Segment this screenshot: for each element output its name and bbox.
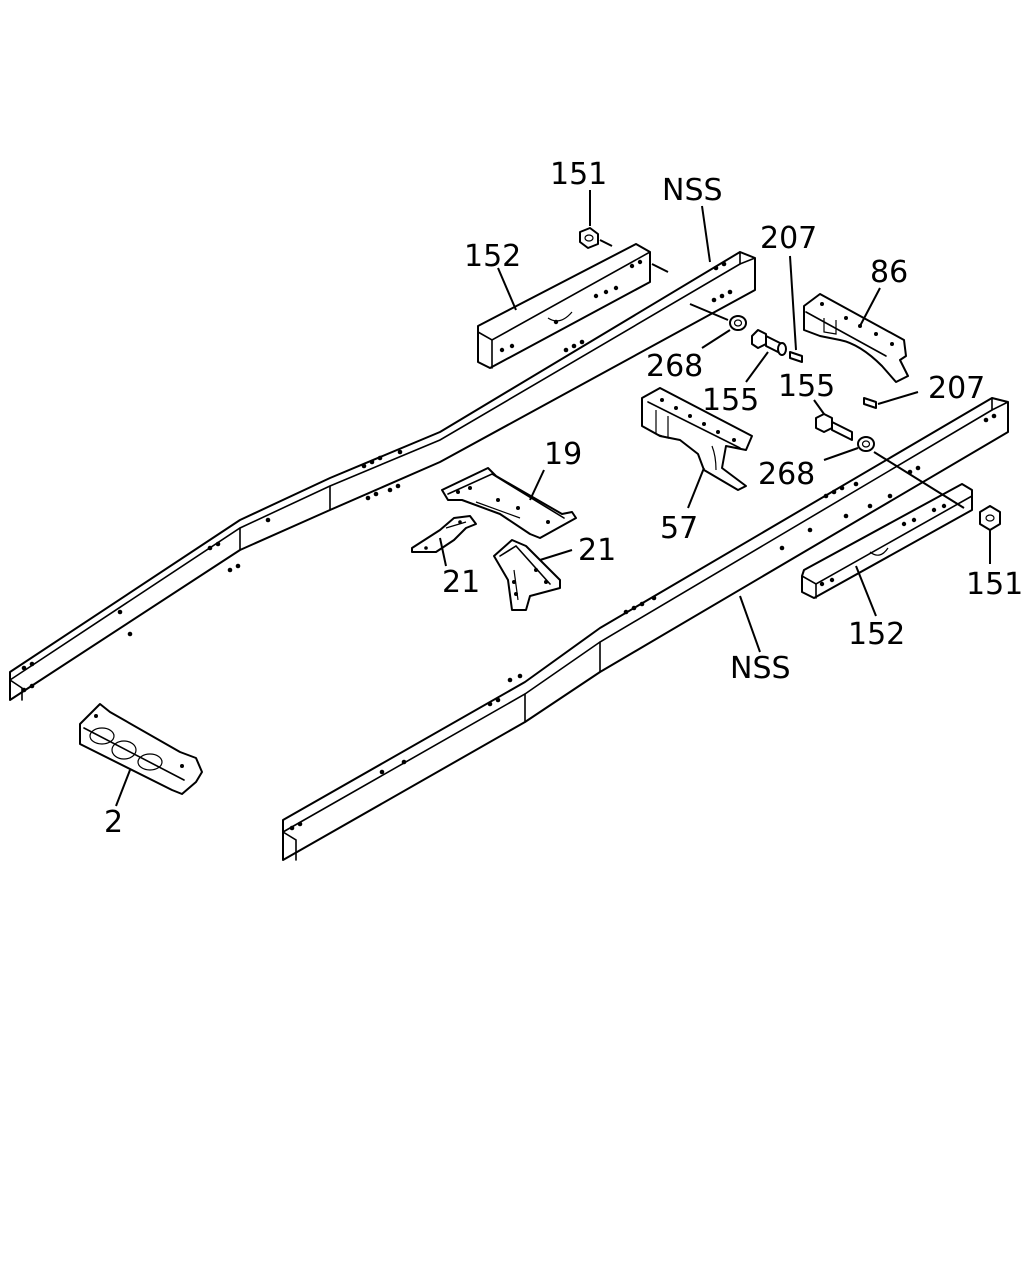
callout-151-right: 151	[966, 567, 1023, 602]
callout-268-right: 268	[758, 457, 815, 492]
clip-207-top	[789, 351, 803, 363]
bracket-152-top	[477, 243, 651, 369]
callout-nss-bottom: NSS	[730, 651, 791, 686]
callout-86: 86	[870, 255, 908, 290]
bracket-152-right	[801, 483, 973, 599]
callout-labels: 151 NSS 152 207 86 268 155 155 207 19 26…	[104, 157, 1023, 840]
callout-207-right: 207	[928, 371, 985, 406]
crossmember-86	[803, 293, 909, 383]
washer-268-right	[857, 436, 875, 452]
callout-152-right: 152	[848, 617, 905, 652]
side-rail-left	[9, 251, 756, 701]
bolt-155-right	[815, 413, 853, 441]
callout-57: 57	[660, 511, 698, 546]
callout-21-left: 21	[442, 565, 480, 600]
nut-151-top	[579, 227, 599, 249]
leader-lines	[115, 190, 991, 807]
callout-155-left: 155	[702, 383, 759, 418]
washer-268-top	[729, 315, 747, 331]
crossmember-19	[441, 467, 577, 539]
callout-21-right: 21	[578, 533, 616, 568]
callout-19: 19	[544, 437, 582, 472]
crossmember-2	[79, 703, 203, 795]
callout-151-top: 151	[550, 157, 607, 192]
side-rail-right	[282, 397, 1009, 861]
callout-2: 2	[104, 805, 123, 840]
callout-152-top: 152	[464, 239, 521, 274]
clip-207-right	[863, 397, 877, 409]
bolt-155-left	[751, 329, 787, 356]
gusset-21-left	[411, 515, 477, 553]
crossmember-57	[641, 387, 753, 491]
callout-nss-top: NSS	[662, 173, 723, 208]
nut-151-right	[979, 505, 1001, 531]
gusset-21-right	[493, 539, 561, 611]
callout-207-top: 207	[760, 221, 817, 256]
callout-155-right: 155	[778, 369, 835, 404]
callout-268-top: 268	[646, 349, 703, 384]
